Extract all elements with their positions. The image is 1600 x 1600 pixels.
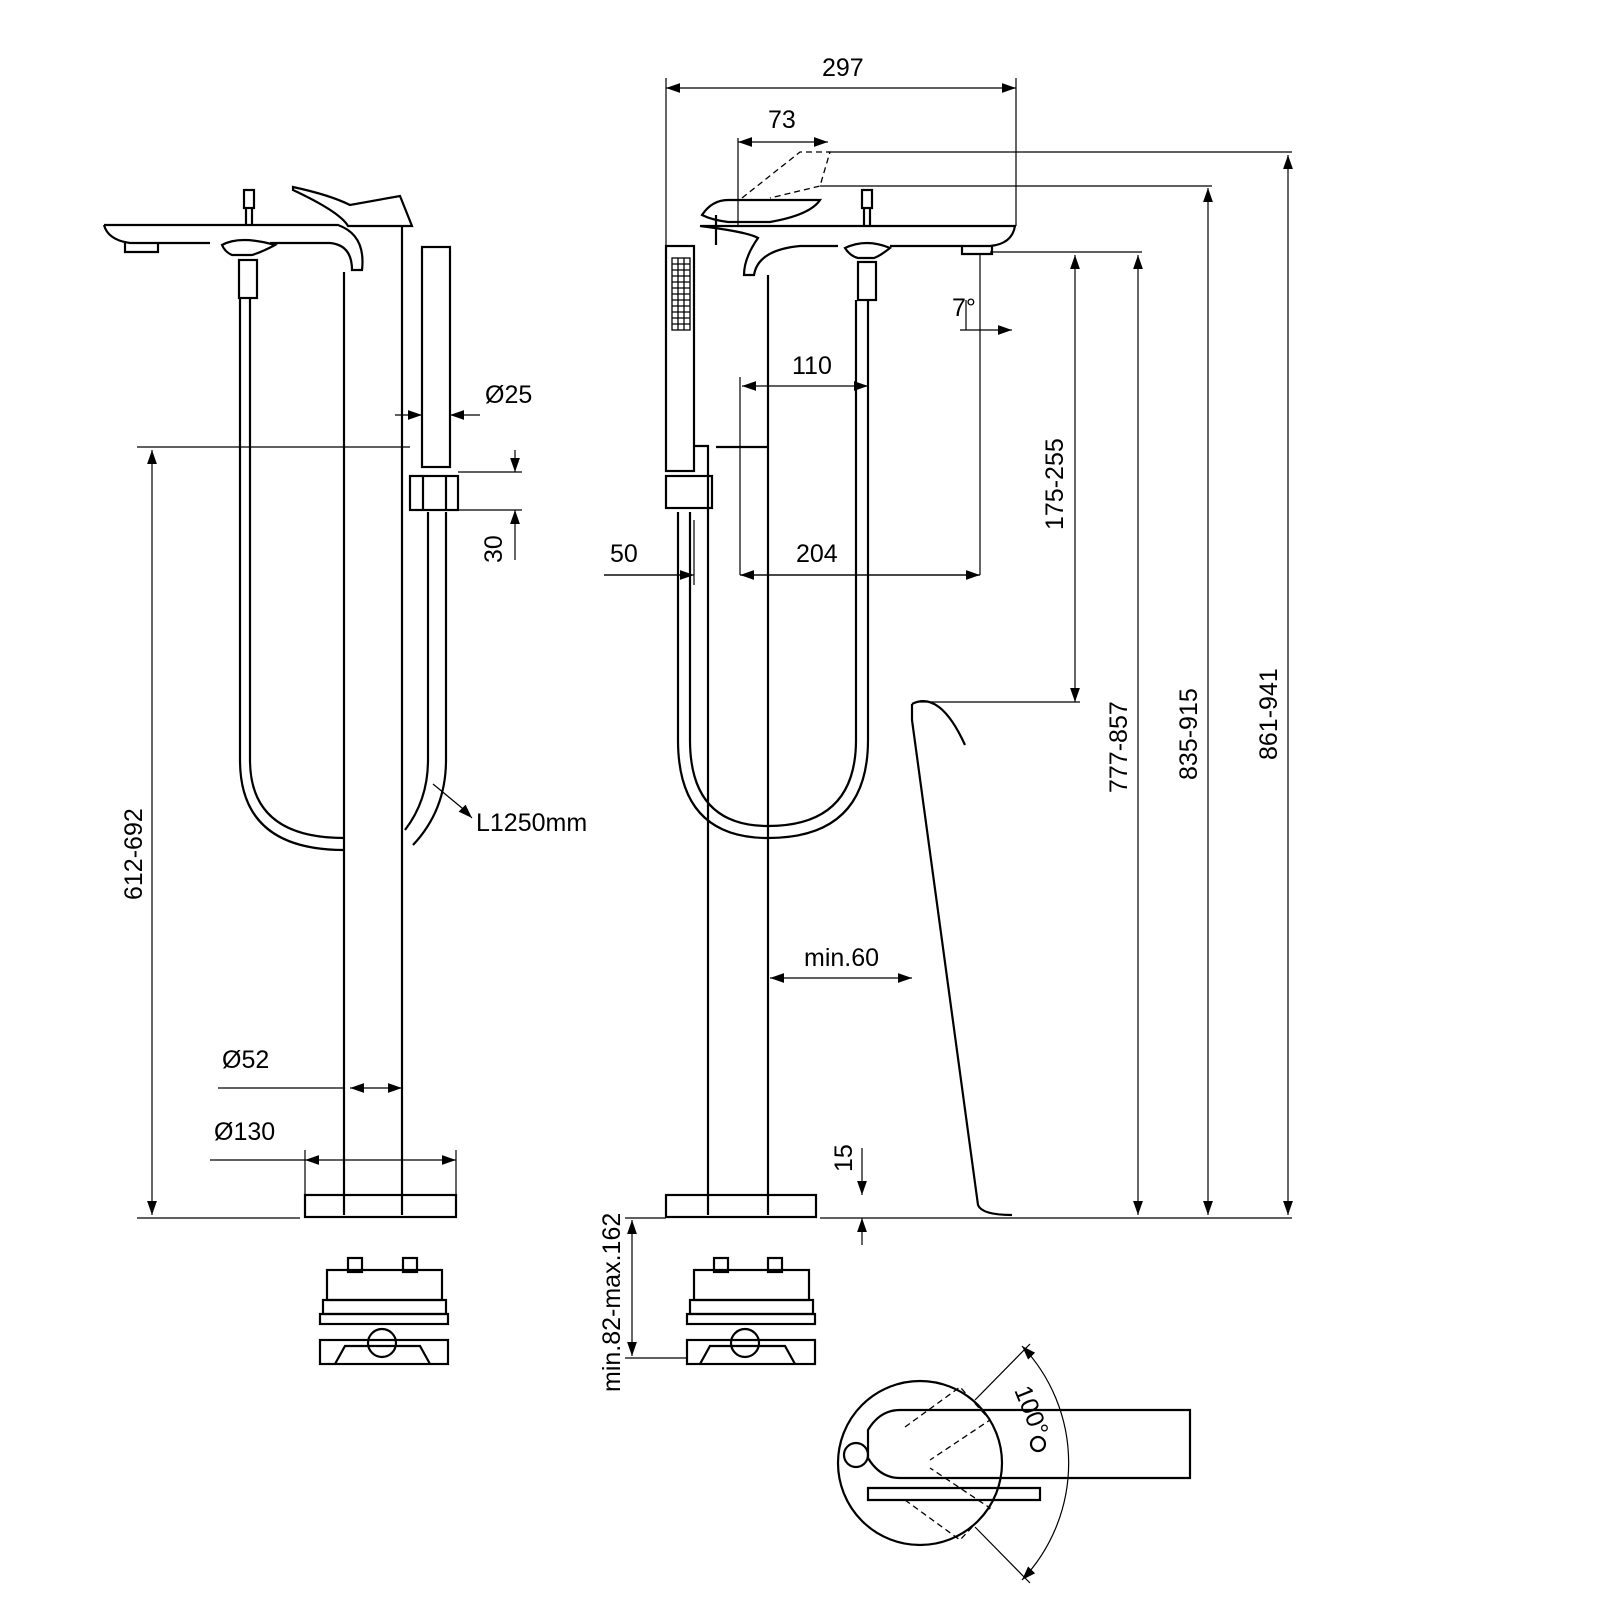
label-spout-to-handle: 110 — [792, 352, 832, 380]
lever-handle — [291, 185, 414, 228]
spout-outlet — [123, 243, 160, 254]
floor-box — [685, 1256, 817, 1366]
label-spout-tilt: 7° — [952, 294, 976, 322]
hose — [238, 298, 345, 852]
shower-holder — [664, 474, 714, 510]
label-floor-depth: min.82-max.162 — [598, 1213, 626, 1392]
top-view: 100° — [836, 1343, 1192, 1584]
label-overall-width: 297 — [822, 54, 864, 82]
label-column-diameter: Ø52 — [222, 1046, 269, 1074]
label-base-plate-thickness: 15 — [830, 1144, 858, 1172]
base-plate — [303, 1193, 458, 1219]
handshower — [420, 245, 452, 469]
column — [706, 275, 770, 1215]
label-lever-height: 835-915 — [1175, 688, 1203, 780]
front-view: 297 73 7° 110 50 204 175-255 777-857 835… — [598, 54, 1293, 1392]
label-holder-height: 30 — [480, 535, 508, 563]
label-min-clearance: min.60 — [804, 944, 879, 972]
cartridge — [843, 241, 893, 260]
lever-top — [866, 1408, 1192, 1480]
spout-body — [699, 224, 1017, 277]
diverter-top — [842, 1441, 870, 1469]
lever-handle — [700, 198, 823, 224]
label-lever-width: 73 — [768, 106, 796, 134]
label-base-diameter: Ø130 — [214, 1118, 275, 1146]
base-plate — [664, 1193, 818, 1219]
escutcheon — [836, 1379, 1004, 1547]
label-spout-outlet-height: 777-857 — [1105, 701, 1133, 793]
label-spout-projection: 204 — [796, 540, 838, 568]
label-height-to-holder: 612-692 — [120, 808, 148, 900]
floor-box — [318, 1256, 450, 1366]
spout-body — [102, 223, 364, 272]
side-view: Ø25 30 612-692 L1250mm Ø52 Ø130 — [102, 185, 587, 1366]
dim-arc-rotation — [1021, 1345, 1070, 1581]
diverter-knob — [860, 188, 874, 210]
label-hose-length: L1250mm — [476, 809, 587, 837]
handshower — [664, 244, 696, 473]
spout-outlet — [960, 246, 994, 256]
bath-rim — [910, 700, 1013, 1217]
shower-holder — [408, 474, 460, 512]
label-total-height: 861-941 — [1255, 668, 1283, 760]
cartridge — [220, 238, 278, 257]
column — [342, 226, 404, 1215]
label-handshower-diameter: Ø25 — [485, 381, 532, 409]
hose — [676, 300, 870, 840]
label-holder-offset: 50 — [610, 540, 638, 568]
diverter-knob — [242, 188, 256, 210]
label-spout-to-rim: 175-255 — [1041, 438, 1069, 530]
